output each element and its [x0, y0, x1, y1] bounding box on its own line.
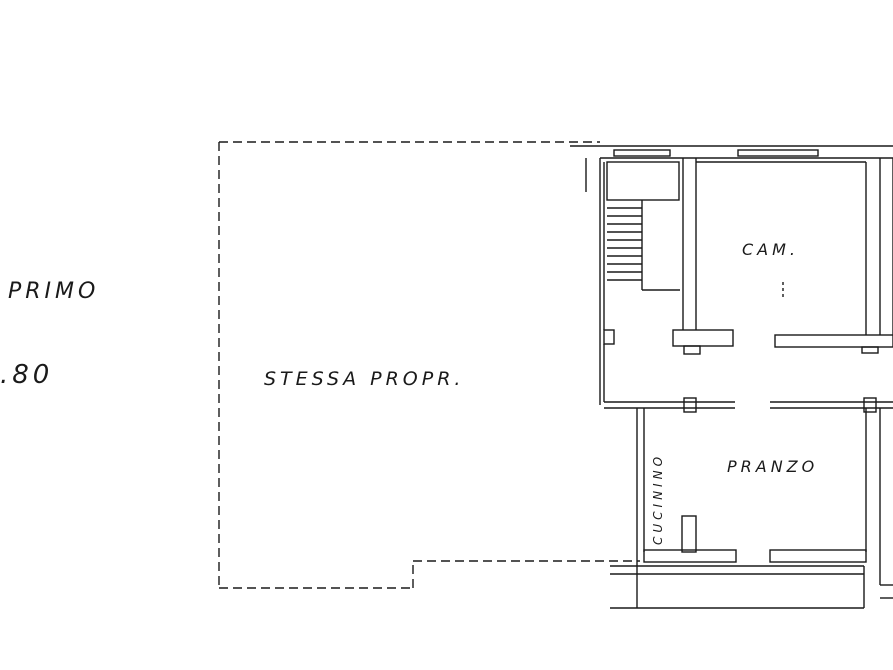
- camera-walls: [672, 158, 893, 355]
- top-outer-wall: [570, 145, 893, 159]
- corridor-walls: [604, 397, 893, 413]
- bottom-outer-wall: [610, 565, 893, 609]
- stessa-propr-label: STESSA PROPR.: [264, 368, 464, 390]
- height-label: .80: [0, 360, 53, 390]
- pranzo-label: PRANZO: [727, 457, 818, 476]
- pranzo-walls: [769, 408, 881, 585]
- floor-label: PRIMO: [8, 279, 99, 304]
- stair-wall: [585, 158, 615, 405]
- staircase: [606, 161, 680, 291]
- camera-label: CAM.: [742, 240, 799, 259]
- adjacent-property-boundary: [218, 141, 640, 589]
- cucinino-label: CUCININO: [651, 453, 665, 545]
